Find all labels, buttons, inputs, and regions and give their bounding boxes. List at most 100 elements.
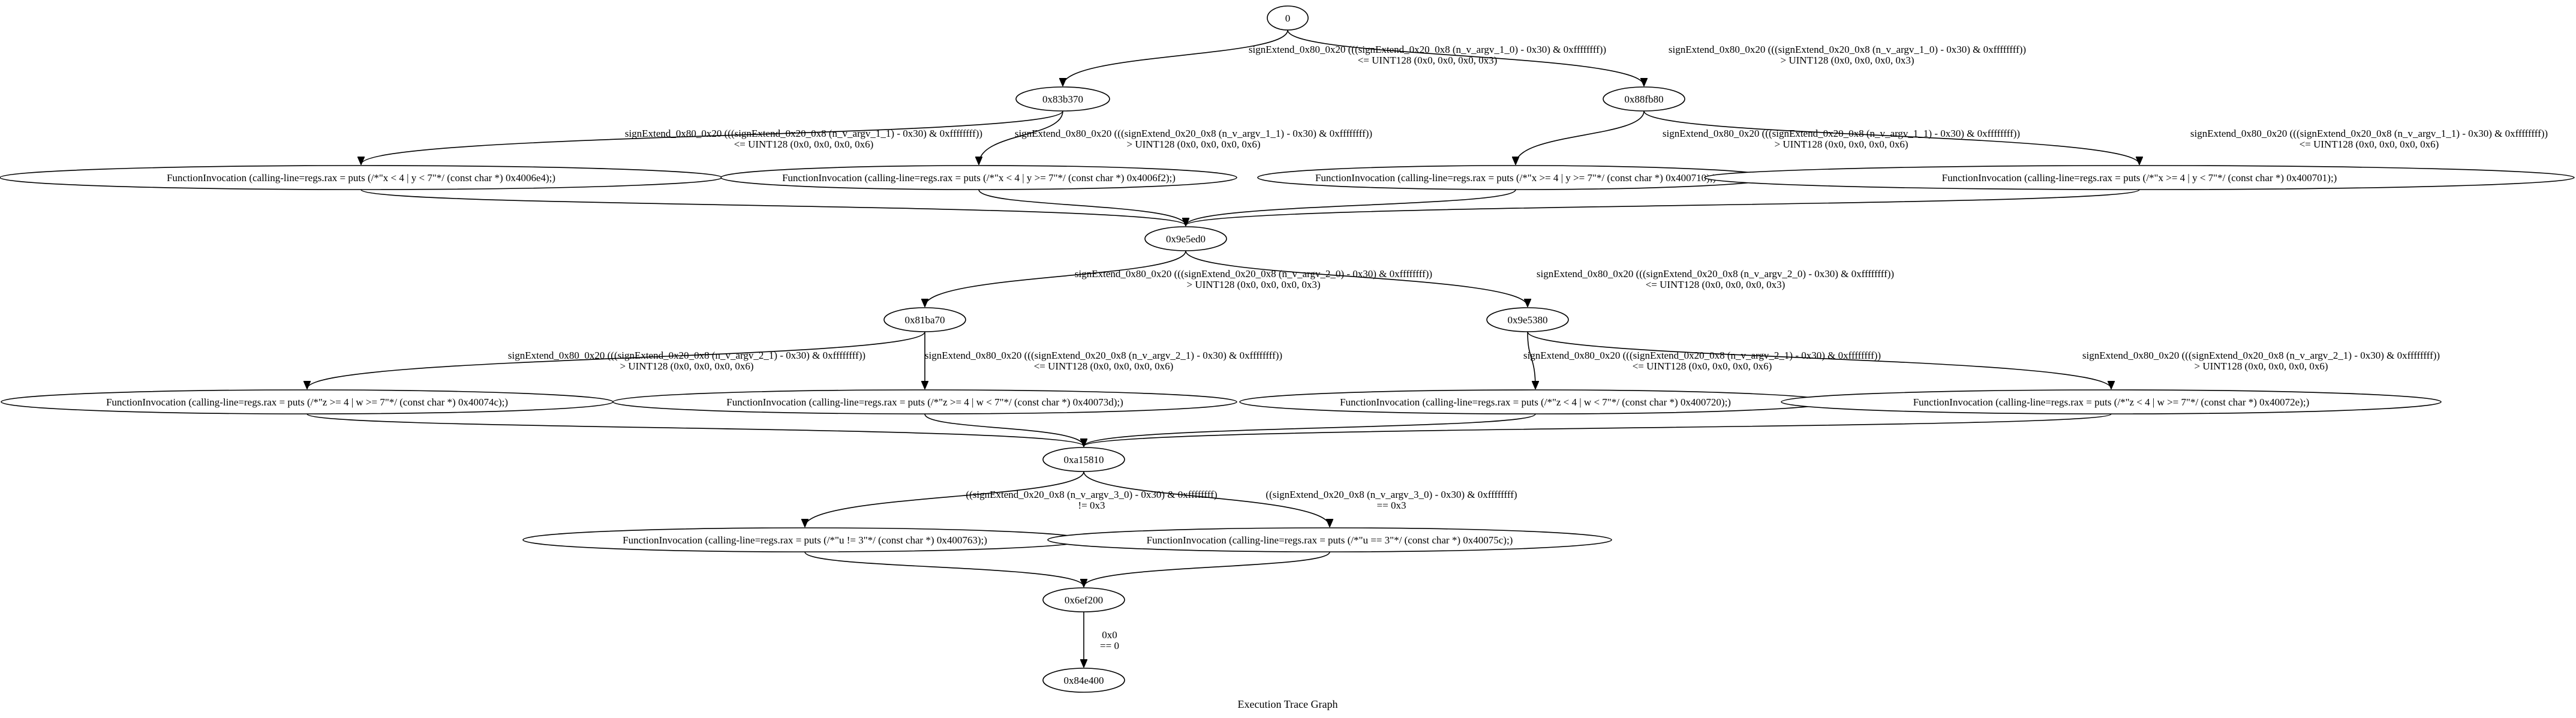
edge-line <box>1287 29 1644 86</box>
node-label: 0x81ba70 <box>904 314 945 326</box>
edge-n6-n7 <box>1186 189 2140 226</box>
graph-title: Execution Trace Graph <box>1238 698 1338 710</box>
edge-line <box>1063 29 1288 86</box>
graph-node-n2: 0x88fb80 <box>1603 86 1685 112</box>
node-ellipse <box>1042 668 1125 693</box>
edge-line <box>360 189 1186 226</box>
edge-n10-n14 <box>306 413 1084 446</box>
graph-node-n13: FunctionInvocation (calling-line=regs.ra… <box>1781 389 2442 414</box>
graph-node-n5: FunctionInvocation (calling-line=regs.ra… <box>1257 165 1774 190</box>
node-ellipse <box>1042 587 1125 612</box>
graph-node-n7: 0x9e5ed0 <box>1144 226 1227 251</box>
node-ellipse <box>720 165 1237 190</box>
graph-node-n17: 0x6ef200 <box>1042 587 1125 612</box>
graph-node-n6: FunctionInvocation (calling-line=regs.ra… <box>1704 165 2575 190</box>
graph-node-n16: FunctionInvocation (calling-line=regs.ra… <box>1047 527 1612 552</box>
graph-node-n12: FunctionInvocation (calling-line=regs.ra… <box>1239 389 1832 414</box>
node-label: 0x83b370 <box>1042 94 1083 105</box>
node-label: 0x6ef200 <box>1065 594 1103 606</box>
node-label: FunctionInvocation (calling-line=regs.ra… <box>106 396 508 408</box>
edge-label-line: ((signExtend_0x20_0x8 (n_v_argv_3_0) - 0… <box>1266 489 1517 500</box>
node-label: 0x84e400 <box>1063 675 1104 686</box>
edge-label-line: signExtend_0x80_0x20 (((signExtend_0x20_… <box>1523 350 1881 361</box>
edge-label-line: <= UINT128 (0x0, 0x0, 0x0, 0x6) <box>734 139 874 150</box>
edge-n12-n14 <box>1084 413 1536 446</box>
edge-line <box>1643 110 2139 164</box>
edge-n15-n17 <box>804 551 1084 587</box>
edge-label-line: 0x0 <box>1102 629 1117 641</box>
edge-line <box>1084 551 1330 587</box>
edge-n7-n9: signExtend_0x80_0x20 (((signExtend_0x20_… <box>1185 250 1894 307</box>
edge-label-line: == 0 <box>1100 640 1119 651</box>
graph-node-n4: FunctionInvocation (calling-line=regs.ra… <box>720 165 1237 190</box>
graph-node-n15: FunctionInvocation (calling-line=regs.ra… <box>522 527 1087 552</box>
edge-line <box>1527 331 1535 389</box>
edge-n14-n15: ((signExtend_0x20_0x8 (n_v_argv_3_0) - 0… <box>805 471 1218 527</box>
node-label: FunctionInvocation (calling-line=regs.ra… <box>1315 172 1716 184</box>
node-label: 0x9e5380 <box>1507 314 1547 326</box>
node-ellipse <box>1144 226 1227 251</box>
node-label: FunctionInvocation (calling-line=regs.ra… <box>1942 172 2337 184</box>
edge-line <box>978 189 1186 226</box>
edge-line <box>1083 471 1330 527</box>
edge-label-line: signExtend_0x80_0x20 (((signExtend_0x20_… <box>1075 268 1432 280</box>
edge-label-line: signExtend_0x80_0x20 (((signExtend_0x20_… <box>1537 268 1894 280</box>
edge-label-line: > UINT128 (0x0, 0x0, 0x0, 0x6) <box>1126 139 1260 150</box>
edge-n9-n12: signExtend_0x80_0x20 (((signExtend_0x20_… <box>1523 331 1881 389</box>
edge-label-line: signExtend_0x80_0x20 (((signExtend_0x20_… <box>1669 44 2026 55</box>
graph-node-n18: 0x84e400 <box>1042 668 1125 693</box>
edge-label-line: <= UINT128 (0x0, 0x0, 0x0, 0x6) <box>1034 360 1174 372</box>
graph-node-n14: 0xa15810 <box>1042 447 1125 472</box>
edge-n0-n1: signExtend_0x80_0x20 (((signExtend_0x20_… <box>1063 29 1606 86</box>
node-label: 0x88fb80 <box>1624 94 1663 105</box>
edge-n5-n7 <box>1186 189 1516 226</box>
graph-node-n10: FunctionInvocation (calling-line=regs.ra… <box>1 389 614 414</box>
node-label: FunctionInvocation (calling-line=regs.ra… <box>167 172 555 184</box>
edge-label-line: <= UINT128 (0x0, 0x0, 0x0, 0x3) <box>1646 279 1786 290</box>
node-label: 0 <box>1285 13 1291 24</box>
edge-label-line: signExtend_0x80_0x20 (((signExtend_0x20_… <box>925 350 1282 361</box>
node-ellipse <box>1015 86 1110 112</box>
edge-line <box>1084 413 1536 446</box>
edge-n1-n3: signExtend_0x80_0x20 (((signExtend_0x20_… <box>361 110 1063 164</box>
edges-layer: signExtend_0x80_0x20 (((signExtend_0x20_… <box>306 29 2548 667</box>
edge-line <box>924 413 1084 446</box>
graph-node-n1: 0x83b370 <box>1015 86 1110 112</box>
edge-label-line: signExtend_0x80_0x20 (((signExtend_0x20_… <box>625 128 982 139</box>
node-label: FunctionInvocation (calling-line=regs.ra… <box>1147 534 1513 546</box>
edge-line <box>1084 413 2112 446</box>
graph-node-n9: 0x9e5380 <box>1486 307 1569 332</box>
node-label: FunctionInvocation (calling-line=regs.ra… <box>726 396 1123 408</box>
edge-n2-n6: signExtend_0x80_0x20 (((signExtend_0x20_… <box>1643 110 2548 164</box>
edge-n17-n18: 0x0== 0 <box>1084 611 1119 667</box>
edge-n1-n4: signExtend_0x80_0x20 (((signExtend_0x20_… <box>979 110 1372 164</box>
node-ellipse <box>1603 86 1685 112</box>
edge-n4-n7 <box>978 189 1186 226</box>
edge-label-line: > UINT128 (0x0, 0x0, 0x0, 0x3) <box>1186 279 1320 290</box>
edge-line <box>979 110 1063 164</box>
edge-line <box>1516 110 1645 164</box>
edge-n2-n5: signExtend_0x80_0x20 (((signExtend_0x20_… <box>1516 110 2020 164</box>
edge-label-line: <= UINT128 (0x0, 0x0, 0x0, 0x3) <box>1358 55 1498 66</box>
node-ellipse <box>1704 165 2575 190</box>
node-label: 0x9e5ed0 <box>1166 233 1206 245</box>
node-ellipse <box>612 389 1237 414</box>
edge-n16-n17 <box>1084 551 1330 587</box>
node-ellipse <box>1486 307 1569 332</box>
edge-line <box>306 413 1084 446</box>
edge-n8-n11: signExtend_0x80_0x20 (((signExtend_0x20_… <box>925 331 1282 389</box>
edge-label-line: signExtend_0x80_0x20 (((signExtend_0x20_… <box>508 350 865 361</box>
edge-label-line: <= UINT128 (0x0, 0x0, 0x0, 0x6) <box>2300 139 2439 150</box>
edge-label-line: != 0x3 <box>1078 500 1105 511</box>
edge-n11-n14 <box>924 413 1084 446</box>
graph-node-n11: FunctionInvocation (calling-line=regs.ra… <box>612 389 1237 414</box>
node-ellipse <box>1267 5 1309 31</box>
node-label: FunctionInvocation (calling-line=regs.ra… <box>1340 396 1731 408</box>
edge-line <box>805 471 1084 527</box>
edge-line <box>361 110 1063 164</box>
edge-label-line: == 0x3 <box>1377 500 1406 511</box>
edge-line <box>1185 250 1528 307</box>
graph-node-n8: 0x81ba70 <box>883 307 966 332</box>
edge-label-line: signExtend_0x80_0x20 (((signExtend_0x20_… <box>1249 44 1606 55</box>
